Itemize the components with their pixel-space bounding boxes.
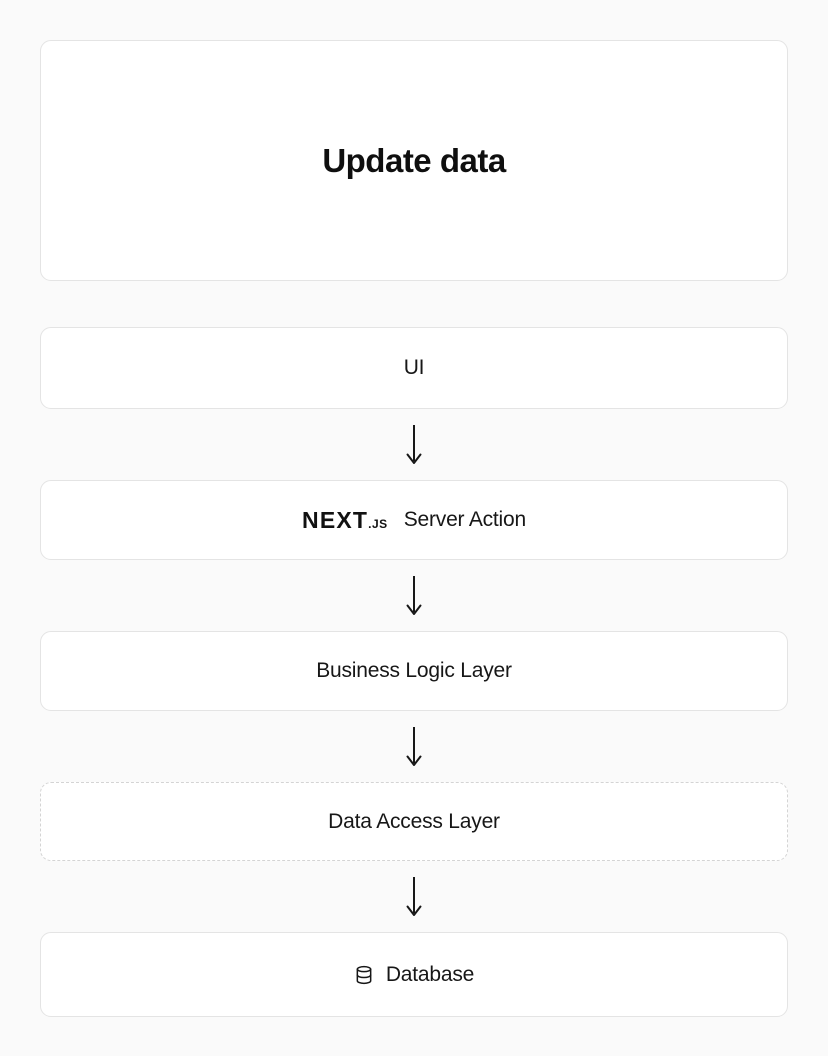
node-ui: UI — [40, 327, 788, 409]
node-ui-label: UI — [403, 356, 425, 379]
node-data-access-layer: Data Access Layer — [40, 782, 788, 861]
nextjs-logo: NEXT .JS — [302, 507, 388, 534]
connector-server-action-to-business-logic — [40, 560, 788, 631]
arrow-down-icon — [406, 876, 422, 916]
nextjs-wordmark-suffix: .JS — [368, 516, 388, 531]
connector-data-access-to-database — [40, 861, 788, 932]
node-business-logic-layer-label: Business Logic Layer — [316, 659, 512, 682]
connector-ui-to-server-action — [40, 409, 788, 480]
nextjs-wordmark: NEXT — [302, 506, 369, 533]
node-database-label: Database — [385, 962, 475, 986]
node-business-logic-layer: Business Logic Layer — [40, 631, 788, 711]
node-database: Database — [40, 932, 788, 1017]
title-card: Update data — [40, 40, 788, 281]
node-server-action-label: Server Action — [403, 508, 526, 531]
node-data-access-layer-label: Data Access Layer — [328, 809, 500, 833]
arrow-down-icon — [406, 726, 422, 766]
node-server-action: NEXT .JS Server Action — [40, 480, 788, 560]
diagram-title: Update data — [322, 141, 506, 179]
arrow-down-icon — [406, 575, 422, 615]
arrow-down-icon — [406, 424, 422, 464]
database-icon — [354, 964, 374, 986]
connector-business-logic-to-data-access — [40, 711, 788, 782]
